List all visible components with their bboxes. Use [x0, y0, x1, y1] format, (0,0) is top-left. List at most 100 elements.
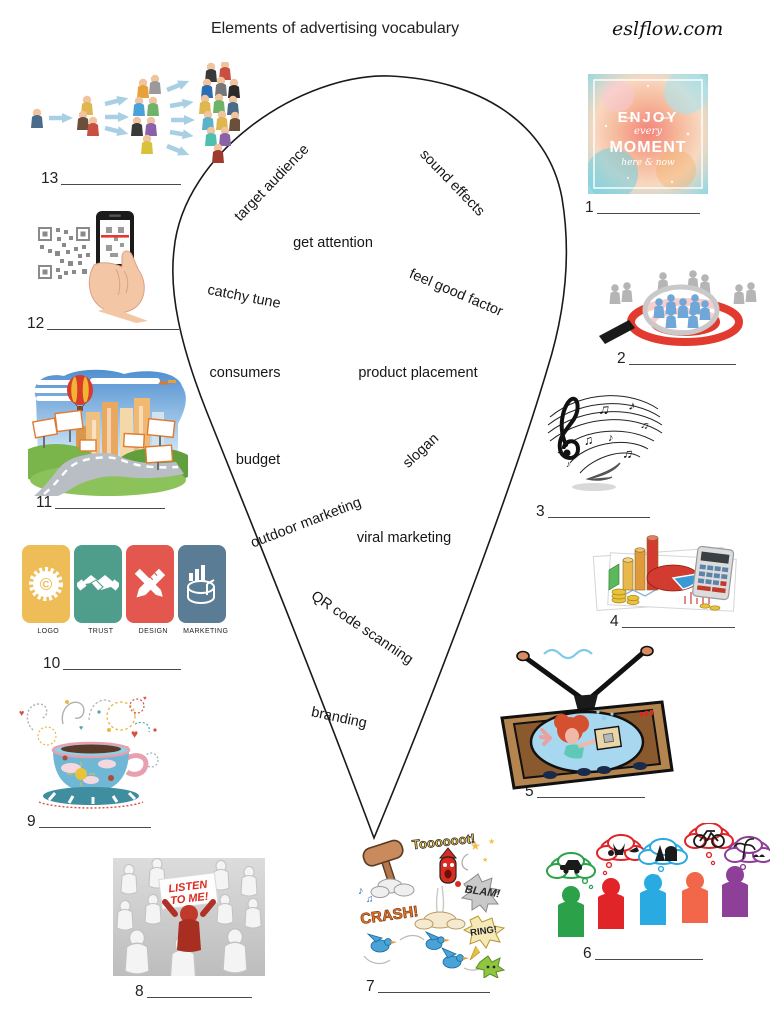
thought-bubbles-icon — [546, 823, 770, 890]
answer-number: 13 — [41, 170, 59, 187]
splat-icon — [475, 955, 506, 978]
clouds-icon — [34, 378, 160, 401]
notes-icon: ♫ ♪ ♫ ♫ ♪ ♫ ♪ — [566, 397, 651, 469]
image-feelgood-teacup: ♥ ♥ ♥ ♥ — [19, 696, 159, 809]
answer-blank-9: 9 — [27, 813, 151, 830]
airplane-icon — [159, 380, 176, 385]
tile-label-design: DESIGN — [138, 628, 168, 635]
answer-number: 1 — [585, 199, 594, 216]
page-title: Elements of advertising vocabulary — [210, 20, 460, 37]
svg-text:♪: ♪ — [627, 397, 637, 413]
music-notes-icon: ♪♫ — [358, 885, 374, 905]
vocab-word-product-placement: product placement — [358, 365, 478, 381]
poster-line-1: ENJOY — [618, 109, 679, 126]
svg-text:♥: ♥ — [79, 725, 83, 732]
svg-text:♪: ♪ — [358, 885, 364, 897]
answer-line — [621, 614, 735, 628]
tile-trust — [74, 545, 122, 623]
red-figure-icon: LISTEN TO ME! — [158, 872, 219, 952]
tile-label-logo: LOGO — [37, 628, 60, 635]
vocab-word-viral-marketing: viral marketing — [356, 530, 452, 546]
answer-number: 9 — [27, 813, 36, 830]
answer-line — [594, 946, 703, 960]
birds-icon — [363, 931, 487, 971]
answer-blank-7: 7 — [366, 979, 490, 994]
image-enjoy-moment-poster: ENJOY every MOMENT here & now — [588, 74, 708, 194]
hot-air-balloon-icon — [67, 375, 93, 411]
svg-text:♪: ♪ — [608, 432, 614, 444]
steam-puff-icon — [414, 885, 466, 930]
svg-text:♥: ♥ — [131, 727, 138, 741]
site-logo: eslflow.com — [612, 18, 724, 40]
answer-number: 4 — [610, 613, 619, 630]
answer-blank-2: 2 — [617, 351, 736, 366]
vocab-word-get-attention: get attention — [293, 235, 373, 251]
sign-line-2: TO ME! — [170, 891, 210, 908]
answer-blank-6: 6 — [583, 945, 703, 962]
comic-crash-text: CRASH! — [359, 903, 419, 928]
qr-code-icon — [38, 227, 90, 279]
svg-text:♫: ♫ — [583, 432, 594, 448]
image-music-swirl: ♫ ♪ ♫ ♫ ♪ ♫ ♪ — [547, 395, 663, 491]
ring-bubble-icon: RING! — [462, 915, 506, 961]
answer-blank-1: 1 — [585, 199, 700, 216]
antenna-icon — [516, 645, 654, 711]
answer-blank-13: 13 — [41, 170, 182, 187]
image-qr-scan — [38, 211, 148, 323]
tile-label-marketing: MARKETING — [183, 628, 229, 635]
hand-icon — [88, 250, 148, 323]
answer-number: 3 — [536, 503, 545, 520]
answer-number: 10 — [43, 655, 61, 672]
comic-ring-text: RING! — [470, 924, 498, 939]
answer-line — [547, 504, 650, 518]
svg-text:♫: ♫ — [621, 444, 634, 462]
vocab-word-consumers: consumers — [209, 365, 281, 381]
image-target-audience — [599, 270, 757, 346]
answer-blank-10: 10 — [43, 655, 182, 672]
sign-line-1: LISTEN — [168, 879, 209, 896]
comic-blam-text: BLAM! — [464, 884, 501, 901]
poster-line-4: here & now — [621, 158, 675, 168]
svg-text:♥: ♥ — [143, 696, 147, 702]
tv-presenter-icon — [539, 710, 623, 759]
vocab-word-budget: budget — [235, 452, 281, 468]
answer-number: 11 — [36, 494, 53, 511]
bar-columns-icon — [608, 535, 659, 591]
image-budget-charts — [592, 535, 737, 612]
svg-text:♫: ♫ — [597, 400, 611, 419]
pencil-ruler-icon — [134, 568, 166, 598]
answer-line — [596, 200, 700, 214]
svg-text:★: ★ — [488, 837, 495, 846]
image-listen-to-me: LISTEN TO ME! — [113, 858, 265, 976]
mallet-icon — [362, 839, 404, 885]
image-branding-tiles: © — [22, 545, 232, 635]
poster-line-2: every — [634, 126, 662, 137]
handshake-icon — [77, 575, 119, 592]
doodle-swirls-icon — [26, 698, 159, 768]
svg-text:★: ★ — [470, 839, 481, 853]
image-outdoor-marketing — [28, 369, 188, 496]
answer-number: 5 — [525, 783, 534, 800]
svg-text:©: © — [40, 575, 53, 594]
svg-text:♪: ♪ — [566, 459, 571, 469]
horn-character-icon — [438, 847, 461, 887]
answer-number: 12 — [27, 315, 45, 332]
image-sound-effects-comic: Toooooot! ★★★ BLAM! CRASH! ♪♫ RING! — [358, 830, 506, 978]
image-tv-cartoon — [500, 645, 674, 790]
answer-blank-4: 4 — [610, 613, 735, 630]
gear-logo-icon: © — [29, 567, 63, 601]
poster-line-3: MOMENT — [609, 139, 686, 156]
tile-label-trust: TRUST — [88, 628, 114, 635]
svg-text:♫: ♫ — [366, 894, 374, 905]
answer-number: 6 — [583, 945, 592, 962]
calculator-icon — [692, 545, 735, 601]
tile-marketing — [178, 545, 226, 623]
answer-number: 8 — [135, 983, 144, 1000]
answer-line — [63, 656, 182, 670]
answer-line — [47, 316, 180, 330]
svg-text:♥: ♥ — [19, 708, 24, 718]
answer-line — [628, 351, 736, 365]
answer-blank-12: 12 — [27, 315, 180, 332]
answer-blank-8: 8 — [135, 983, 252, 1000]
comic-toot-text: Toooooot! — [411, 831, 476, 853]
